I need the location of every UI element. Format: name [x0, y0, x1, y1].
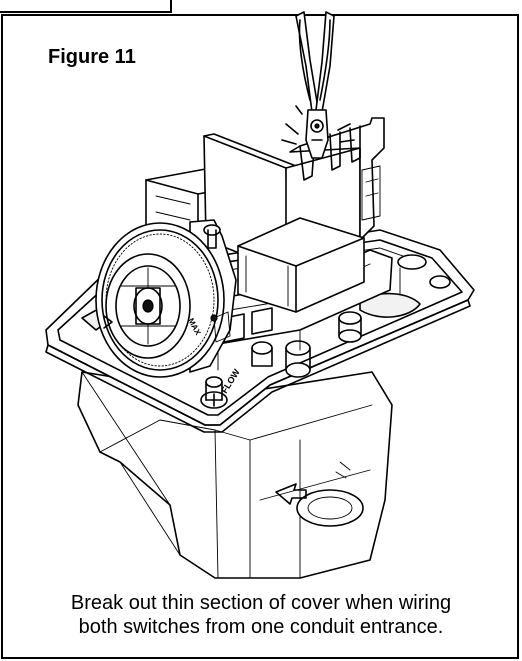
housing-body: [77, 371, 393, 579]
mounting-screws: [200, 311, 362, 409]
figure-caption: Break out thin section of cover when wir…: [10, 591, 512, 639]
switch-assembly-illustration: MAX FLOW: [45, 11, 475, 579]
header-tab-border: [0, 0, 172, 13]
front-switch-block: [237, 217, 365, 313]
caption-line-2: both switches from one conduit entrance.: [78, 616, 444, 638]
caption-line-1: Break out thin section of cover when wir…: [70, 592, 452, 614]
pliers-tool: [281, 11, 355, 159]
flow-dial: [95, 219, 237, 378]
direction-mark-icon: [103, 315, 113, 329]
figure-label: Figure 11: [48, 46, 136, 68]
